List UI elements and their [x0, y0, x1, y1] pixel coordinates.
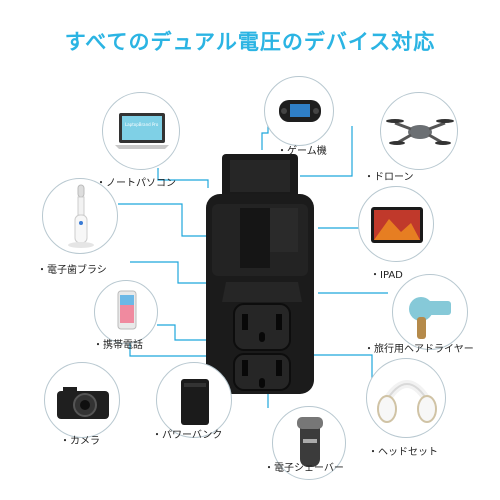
camera-circle [44, 362, 120, 438]
phone-label: ・携帯電話 [93, 340, 143, 351]
shaver-icon [297, 417, 323, 467]
toothbrush-label: ・電子歯ブラシ [37, 265, 107, 276]
drone-label: ・ドローン [364, 172, 414, 183]
hairdryer-label: ・旅行用ヘアドライヤー [364, 344, 474, 355]
laptop-screen-text: LaptopBrand Pro [125, 122, 159, 127]
headset-circle [366, 358, 446, 438]
powerbank-circle [156, 362, 232, 438]
ipad-label: ・IPAD [370, 270, 403, 281]
game-console-icon [279, 100, 321, 122]
shaver-circle [272, 406, 346, 480]
ipad-circle [358, 186, 434, 262]
ipad-icon [371, 207, 423, 243]
toothbrush-icon [68, 184, 94, 248]
laptop-circle: LaptopBrand Pro [102, 92, 180, 170]
laptop-label: ・ノートパソコン [96, 178, 176, 189]
headset-label: ・ヘッドセット [368, 447, 438, 458]
laptop-icon: LaptopBrand Pro [115, 113, 169, 149]
page-title: すべてのデュアル電圧のデバイス対応 [64, 30, 436, 54]
powerbank-icon [181, 379, 209, 425]
game-console-circle [264, 76, 334, 146]
phone-circle [94, 280, 158, 344]
toothbrush-circle [42, 178, 118, 254]
powerbank-label: ・パワーバンク [152, 430, 223, 441]
hairdryer-circle [392, 274, 468, 350]
camera-icon [57, 387, 109, 419]
travel-adapter [206, 154, 314, 394]
hairdryer-icon [409, 297, 451, 339]
phone-icon [117, 290, 137, 330]
shaver-label: ・電子シェーバー [264, 463, 344, 474]
drone-circle [380, 92, 458, 170]
camera-label: ・カメラ [60, 436, 100, 447]
headset-icon [377, 380, 437, 423]
drone-icon [386, 119, 454, 145]
game-console-label: ・ゲーム機 [277, 146, 327, 157]
